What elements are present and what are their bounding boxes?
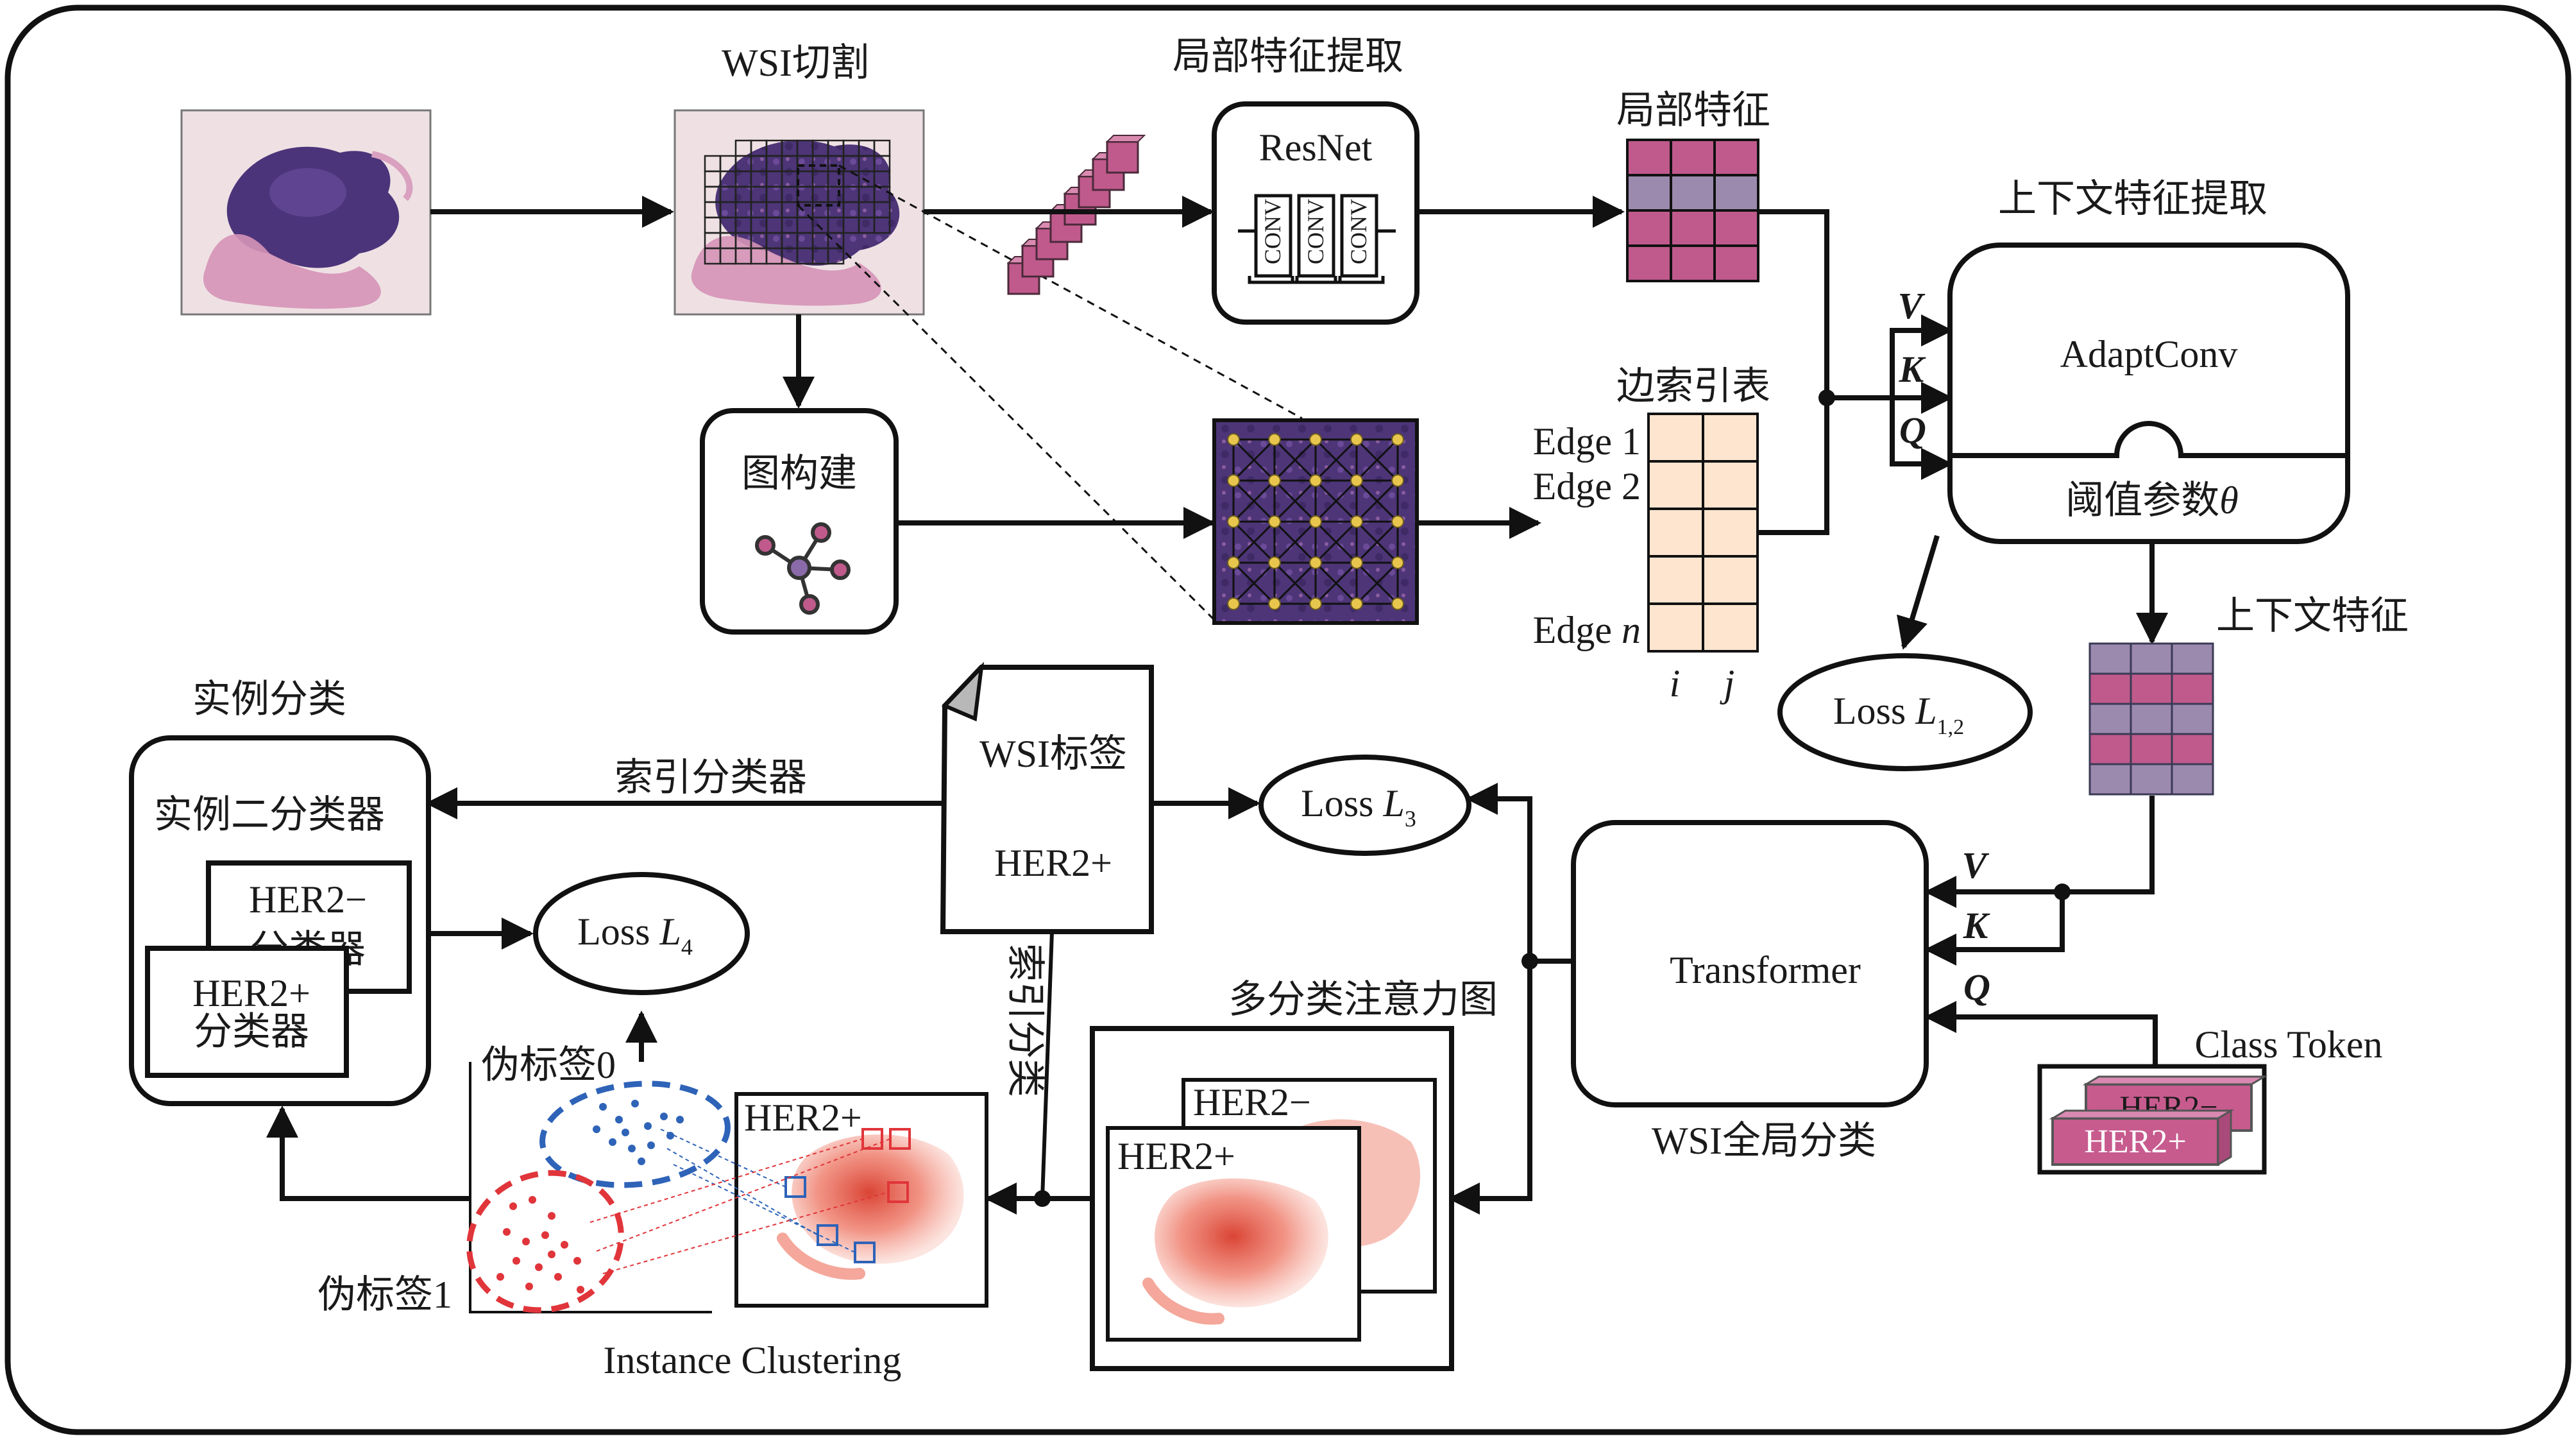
- svg-text:CONV: CONV: [1260, 199, 1285, 264]
- resnet-label: ResNet: [1259, 126, 1373, 169]
- graph-build-label: 图构建: [741, 452, 857, 495]
- her2-pos-classifier-line1: HER2+: [192, 972, 310, 1014]
- local-feature-extraction-label: 局部特征提取: [1173, 35, 1403, 78]
- patch-graph-image: [1212, 418, 1419, 625]
- outer-frame: [4, 4, 2572, 1435]
- instance-her2-pos-label: HER2+: [744, 1097, 862, 1139]
- edge-2-label: Edge 2: [1533, 465, 1641, 508]
- instance-binary-classifier-label: 实例二分类器: [154, 794, 385, 836]
- context-extraction-label: 上下文特征提取: [1998, 178, 2267, 220]
- attention-maps: HER2− HER2+: [1090, 1026, 1454, 1371]
- svg-text:CONV: CONV: [1303, 199, 1328, 264]
- graph-build-block: 图构建: [700, 408, 899, 635]
- cluster-plot: 伪标签0 伪标签1: [318, 1044, 891, 1316]
- wsi-split-label: WSI切割: [722, 42, 869, 84]
- svg-text:Loss L4: Loss L4: [577, 910, 693, 960]
- adapt-k-label: K: [1899, 348, 1926, 390]
- instance-clustering-label: Instance Clustering: [604, 1339, 902, 1381]
- edge-n-label: Edge n: [1533, 609, 1641, 651]
- instance-binary-classifier-block: 实例二分类器 HER2− 分类器 HER2+ 分类器: [129, 735, 431, 1106]
- edge-1-label: Edge 1: [1533, 420, 1641, 463]
- wsi-label-document: WSI标签 HER2+: [940, 662, 1154, 934]
- svg-text:Loss L3: Loss L3: [1301, 782, 1416, 832]
- transformer-k-label: K: [1963, 905, 1990, 946]
- local-feature-label: 局部特征: [1616, 89, 1770, 132]
- raw-wsi-image: [180, 109, 432, 316]
- attention-her2-pos-label: HER2+: [1117, 1135, 1235, 1177]
- context-feature-grid: [2089, 642, 2214, 796]
- her2-neg-classifier-line1: HER2−: [249, 878, 367, 921]
- index-classify-vertical-label: 索引分类: [1004, 943, 1046, 1097]
- col-i-label: i: [1670, 662, 1681, 704]
- pseudo-label-0: 伪标签0: [481, 1044, 616, 1086]
- context-feature-label: 上下文特征: [2216, 595, 2409, 637]
- transformer-block: Transformer: [1571, 820, 1929, 1107]
- instance-classify-label: 实例分类: [192, 678, 346, 721]
- her2-pos-classifier-line2: 分类器: [194, 1011, 309, 1053]
- class-token-label: Class Token: [2194, 1023, 2382, 1066]
- multi-class-attention-label: 多分类注意力图: [1228, 978, 1498, 1021]
- transformer-q-label: Q: [1963, 966, 1990, 1008]
- index-classifier-label: 索引分类器: [614, 756, 807, 799]
- patch-stack: [1006, 135, 1146, 295]
- resnet-block: ResNet CONV CONV CONV: [1212, 101, 1419, 325]
- class-token-her2-pos: HER2+: [2084, 1123, 2186, 1160]
- adapt-v-label: V: [1898, 285, 1926, 327]
- attention-her2-neg-label: HER2−: [1193, 1081, 1311, 1123]
- col-j-label: j: [1720, 662, 1735, 704]
- adaptconv-block: AdaptConv 阈值参数θ: [1947, 243, 2350, 544]
- svg-text:Loss L1,2: Loss L1,2: [1833, 690, 1964, 739]
- transformer-label: Transformer: [1670, 949, 1861, 991]
- graph-icon: [755, 522, 851, 615]
- edge-index-table-label: 边索引表: [1616, 365, 1770, 407]
- adaptconv-label: AdaptConv: [2060, 333, 2238, 375]
- wsi-global-classify-label: WSI全局分类: [1652, 1120, 1876, 1162]
- loss-l3: Loss L3: [1258, 755, 1471, 856]
- class-token: HER2− HER2+: [2037, 1064, 2268, 1175]
- pseudo-label-1: 伪标签1: [318, 1274, 452, 1316]
- wsi-tag-value: HER2+: [994, 842, 1112, 884]
- transformer-v-label: V: [1962, 844, 1990, 886]
- local-feature-grid: [1626, 139, 1759, 282]
- loss-l4: Loss L4: [533, 872, 750, 995]
- loss-l12: Loss L1,2: [1777, 653, 2033, 771]
- adapt-q-label: Q: [1899, 409, 1926, 451]
- wsi-tag-label: WSI标签: [979, 733, 1127, 775]
- threshold-label: 阈值参数θ: [2065, 479, 2238, 522]
- edge-index-table: [1647, 413, 1759, 653]
- split-wsi-image: [674, 109, 925, 316]
- svg-text:CONV: CONV: [1346, 199, 1371, 264]
